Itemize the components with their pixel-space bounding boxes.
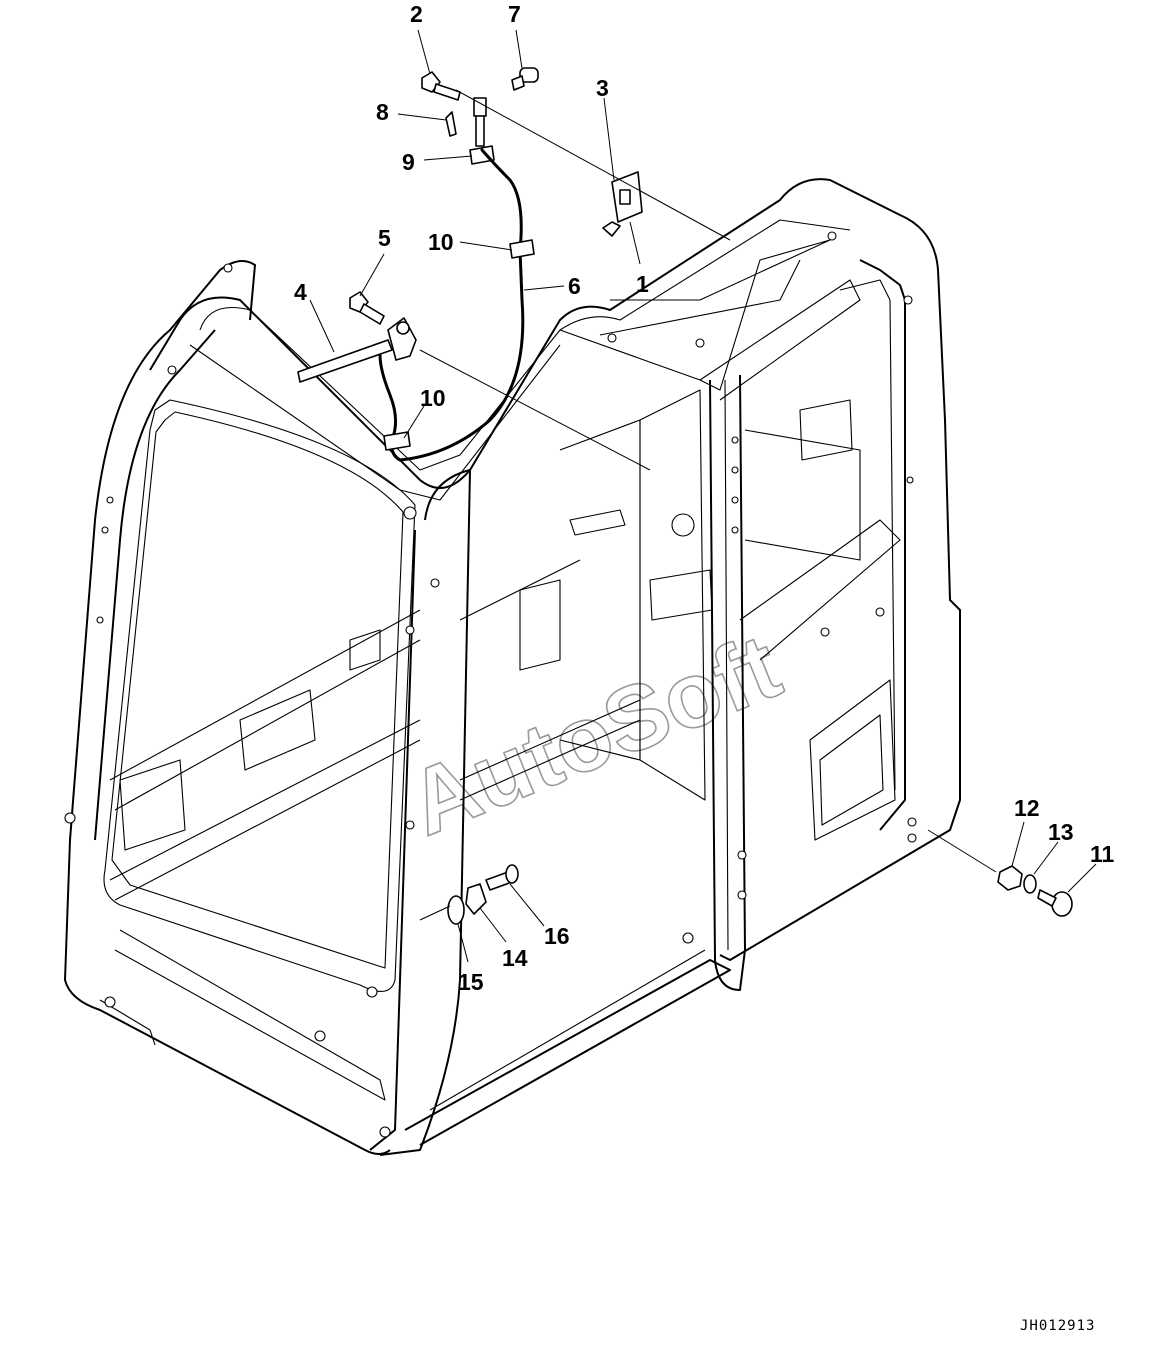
drawing-code: JH012913	[1020, 1318, 1095, 1334]
part-14	[465, 883, 487, 915]
clamp-10-lower	[383, 431, 411, 451]
clamp-10-upper	[509, 239, 535, 259]
clamp-9	[469, 97, 495, 165]
callout-15: 15	[458, 969, 484, 995]
callout-10-lower: 10	[420, 385, 446, 411]
callout-4: 4	[294, 279, 307, 305]
callout-7: 7	[508, 1, 521, 27]
callout-1: 1	[636, 271, 649, 297]
pin-8	[445, 111, 457, 137]
bolt-5	[349, 291, 385, 325]
bracket-4	[297, 317, 417, 383]
parts	[297, 67, 1073, 925]
bolt-7	[511, 67, 539, 91]
callout-11: 11	[1090, 841, 1115, 867]
plate-15	[447, 895, 465, 925]
callout-16: 16	[544, 923, 570, 949]
washer-13	[1023, 874, 1037, 894]
cable-6	[378, 148, 525, 462]
callout-2: 2	[410, 1, 423, 27]
bolt-2	[421, 71, 461, 101]
callout-3: 3	[596, 75, 609, 101]
callout-13: 13	[1048, 819, 1074, 845]
callout-6: 6	[568, 273, 581, 299]
cab-frame	[64, 178, 961, 1156]
leader-lines	[309, 29, 1097, 963]
callout-5: 5	[378, 225, 391, 251]
bolt-16	[485, 864, 519, 891]
callout-12: 12	[1014, 795, 1040, 821]
watermark: AutoSoft	[395, 615, 793, 855]
callouts: 1 2 3 4 5 6 7 8 9 10 10 11 12 13 14 15 1…	[294, 1, 1115, 995]
callout-10-upper: 10	[428, 229, 454, 255]
callout-14: 14	[502, 945, 528, 971]
bolt-11	[1037, 889, 1073, 917]
callout-9: 9	[402, 149, 415, 175]
callout-8: 8	[376, 99, 389, 125]
nut-12	[997, 865, 1023, 891]
